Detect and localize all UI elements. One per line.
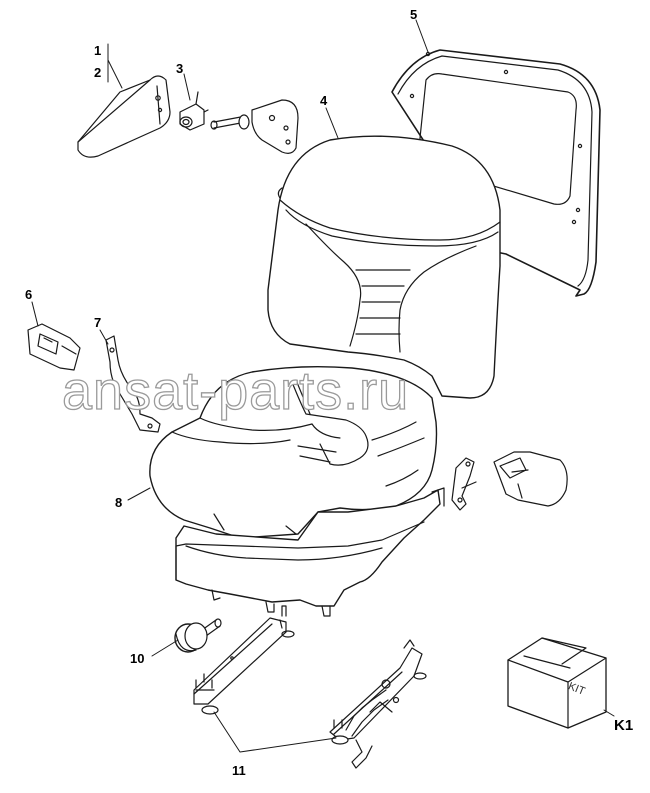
buckle-mounting-strap	[105, 335, 161, 433]
seat-base-frame	[175, 487, 445, 617]
armrest-part	[77, 75, 171, 158]
callout-7: 7	[94, 315, 102, 330]
armrest-pivot-plate	[210, 99, 299, 154]
seat-cushion	[149, 365, 438, 539]
callout-1: 1	[94, 43, 102, 58]
seat-slide-rail-right	[329, 639, 427, 769]
callout-11: 11	[232, 763, 246, 778]
callout-6: 6	[25, 287, 33, 302]
seat-belt-buckle	[27, 323, 81, 371]
right-seat-bracket	[451, 457, 477, 511]
callout-8: 8	[115, 495, 123, 510]
kit-box	[507, 637, 607, 729]
backrest-back-panel	[391, 49, 601, 297]
callout-3: 3	[176, 61, 184, 76]
callout-4: 4	[320, 93, 328, 108]
seat-slide-rail-left	[193, 605, 295, 715]
callout-10: 10	[130, 651, 145, 666]
right-belt-buckle	[493, 451, 568, 507]
backrest-cushion	[267, 135, 501, 399]
callout-leader-lines	[31, 19, 615, 753]
armrest-fitting-part	[179, 91, 209, 131]
callout-2: 2	[94, 65, 102, 80]
watermark-text: ansat-parts.ru	[61, 360, 410, 421]
callout-5: 5	[410, 7, 418, 22]
callout-k1: K1	[614, 717, 634, 734]
adjustment-knob	[174, 618, 222, 653]
